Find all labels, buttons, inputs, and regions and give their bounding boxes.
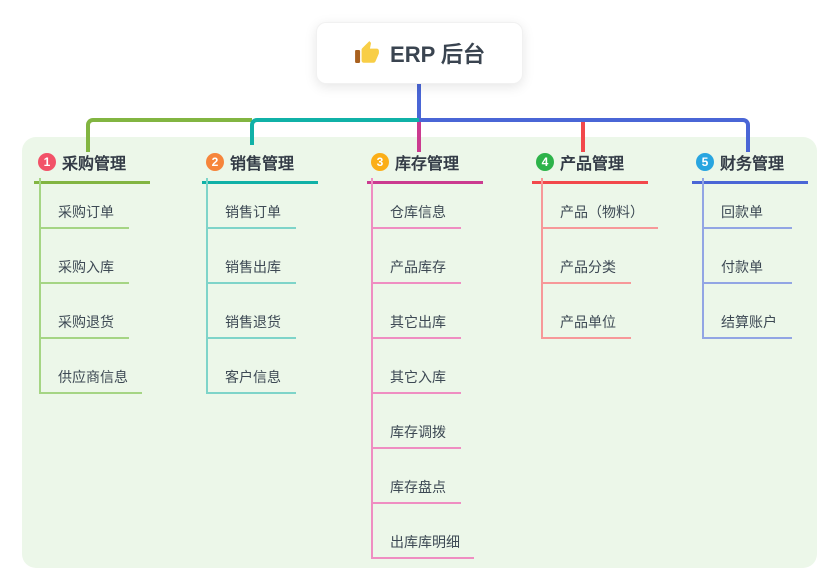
child-label: 仓库信息 — [390, 204, 446, 220]
child-node[interactable]: 采购退货 — [41, 284, 129, 339]
branch-title: 库存管理 — [395, 156, 460, 173]
branch-header-finance[interactable]: 5 财务管理 — [692, 150, 808, 184]
child-label: 销售订单 — [225, 204, 281, 220]
child-label: 付款单 — [721, 259, 763, 275]
child-node[interactable]: 其它入库 — [373, 339, 461, 394]
child-label: 销售退货 — [225, 314, 281, 330]
child-node[interactable]: 出库库明细 — [373, 504, 474, 559]
child-node[interactable]: 销售订单 — [208, 178, 296, 229]
root-label: ERP 后台 — [390, 42, 485, 67]
child-label: 库存盘点 — [390, 479, 446, 495]
child-node[interactable]: 其它出库 — [373, 284, 461, 339]
connector-root-stem — [417, 84, 421, 122]
connector-trunk-finance — [419, 118, 750, 152]
child-label: 其它出库 — [390, 314, 446, 330]
child-label: 其它入库 — [390, 369, 446, 385]
child-label: 库存调拨 — [390, 424, 446, 440]
branch-title: 销售管理 — [230, 156, 295, 173]
child-node[interactable]: 供应商信息 — [41, 339, 142, 394]
branch-header-purchase[interactable]: 1 采购管理 — [34, 150, 150, 184]
child-node[interactable]: 回款单 — [704, 178, 792, 229]
branch-title: 产品管理 — [560, 156, 625, 173]
connector-drop-product — [581, 122, 585, 152]
child-label: 结算账户 — [721, 314, 777, 330]
connector-drop-inventory — [417, 122, 421, 152]
branch-title: 财务管理 — [720, 156, 785, 173]
child-label: 采购入库 — [58, 259, 114, 275]
branch-children-inventory: 仓库信息 产品库存 其它出库 其它入库 库存调拨 库存盘点 出库库明细 — [371, 178, 474, 559]
child-label: 采购退货 — [58, 314, 114, 330]
child-node[interactable]: 仓库信息 — [373, 178, 461, 229]
child-node[interactable]: 客户信息 — [208, 339, 296, 394]
connector-trunk-sales — [250, 118, 419, 145]
child-label: 产品分类 — [560, 259, 616, 275]
child-node[interactable]: 采购入库 — [41, 229, 129, 284]
child-node[interactable]: 库存调拨 — [373, 394, 461, 449]
child-label: 客户信息 — [225, 369, 281, 385]
branch-header-inventory[interactable]: 3 库存管理 — [367, 150, 483, 184]
child-label: 产品单位 — [560, 314, 616, 330]
child-node[interactable]: 产品分类 — [543, 229, 631, 284]
branch-number-badge: 3 — [371, 153, 389, 171]
branch-number-badge: 5 — [696, 153, 714, 171]
child-node[interactable]: 销售出库 — [208, 229, 296, 284]
branch-children-sales: 销售订单 销售出库 销售退货 客户信息 — [206, 178, 296, 394]
child-node[interactable]: 结算账户 — [704, 284, 792, 339]
child-node[interactable]: 产品单位 — [543, 284, 631, 339]
child-node[interactable]: 付款单 — [704, 229, 792, 284]
child-node[interactable]: 产品（物料） — [543, 178, 658, 229]
child-label: 销售出库 — [225, 259, 281, 275]
branch-number-badge: 4 — [536, 153, 554, 171]
branch-title: 采购管理 — [62, 156, 127, 173]
child-node[interactable]: 销售退货 — [208, 284, 296, 339]
child-label: 供应商信息 — [58, 369, 128, 385]
branch-children-product: 产品（物料） 产品分类 产品单位 — [541, 178, 658, 339]
child-label: 出库库明细 — [390, 534, 460, 550]
child-node[interactable]: 产品库存 — [373, 229, 461, 284]
branch-children-finance: 回款单 付款单 结算账户 — [702, 178, 792, 339]
branch-header-product[interactable]: 4 产品管理 — [532, 150, 648, 184]
root-node[interactable]: ERP 后台 — [316, 22, 523, 84]
connector-trunk-purchase — [86, 118, 252, 152]
child-label: 采购订单 — [58, 204, 114, 220]
branch-header-sales[interactable]: 2 销售管理 — [202, 150, 318, 184]
branch-children-purchase: 采购订单 采购入库 采购退货 供应商信息 — [39, 178, 142, 394]
child-node[interactable]: 库存盘点 — [373, 449, 461, 504]
branch-number-badge: 2 — [206, 153, 224, 171]
branches-panel — [22, 137, 817, 568]
child-label: 产品（物料） — [560, 204, 644, 220]
thumbs-up-icon — [354, 40, 380, 66]
branch-number-badge: 1 — [38, 153, 56, 171]
child-label: 回款单 — [721, 204, 763, 220]
child-node[interactable]: 采购订单 — [41, 178, 129, 229]
child-label: 产品库存 — [390, 259, 446, 275]
